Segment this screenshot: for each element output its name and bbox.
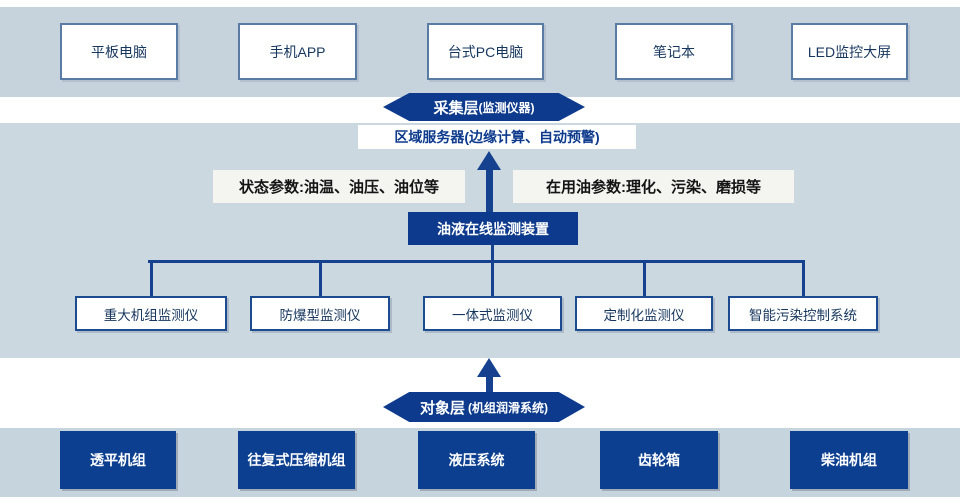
- device-box-desktop-pc: 台式PC电脑: [427, 23, 544, 80]
- monitor-box-major-units: 重大机组监测仪: [75, 296, 227, 331]
- collection-layer-subtitle: (监测仪器): [478, 100, 535, 115]
- up-arrow-head-top: [477, 151, 501, 170]
- object-layer-subtitle: (机组润滑系统): [468, 400, 548, 415]
- connector-trunk: [491, 245, 494, 296]
- monitor-box-integrated: 一体式监测仪: [423, 296, 562, 331]
- monitor-box-customized: 定制化监测仪: [575, 296, 713, 331]
- up-arrow-shaft-bottom: [486, 375, 493, 393]
- device-box-phone-app: 手机APP: [238, 23, 357, 80]
- collection-layer-title: 采集层: [433, 99, 479, 117]
- up-arrow-head-bottom: [477, 358, 501, 377]
- device-box-tablet: 平板电脑: [60, 23, 178, 80]
- unit-box-hydraulic-system: 液压系统: [418, 431, 535, 489]
- device-box-led-screen: LED监控大屏: [791, 23, 908, 80]
- oil-online-monitoring-device-box: 油液在线监测装置: [408, 212, 578, 245]
- object-layer-banner: 对象层(机组润滑系统): [383, 392, 585, 422]
- connector-drop-4: [643, 260, 646, 296]
- unit-box-gearbox: 齿轮箱: [600, 431, 718, 489]
- unit-box-reciprocating-compressor: 往复式压缩机组: [238, 431, 355, 489]
- monitor-box-smart-pollution-control: 智能污染控制系统: [728, 296, 878, 331]
- monitor-box-explosion-proof: 防爆型监测仪: [250, 296, 390, 331]
- regional-server-box: 区域服务器(边缘计算、自动预警): [358, 125, 636, 149]
- object-layer-title: 对象层: [419, 399, 465, 417]
- oil-parameters-label: 在用油参数:理化、污染、磨损等: [513, 170, 794, 203]
- unit-box-turbine: 透平机组: [60, 431, 176, 489]
- status-parameters-label: 状态参数:油温、油压、油位等: [213, 170, 465, 203]
- collection-layer-banner: 采集层(监测仪器): [383, 93, 585, 121]
- connector-drop-5: [802, 260, 805, 296]
- up-arrow-shaft-top: [486, 168, 493, 212]
- unit-box-diesel-engine: 柴油机组: [790, 431, 908, 489]
- connector-horizontal: [148, 260, 805, 263]
- connector-drop-1: [150, 260, 153, 296]
- device-box-laptop: 笔记本: [615, 23, 733, 80]
- connector-drop-2: [319, 260, 322, 296]
